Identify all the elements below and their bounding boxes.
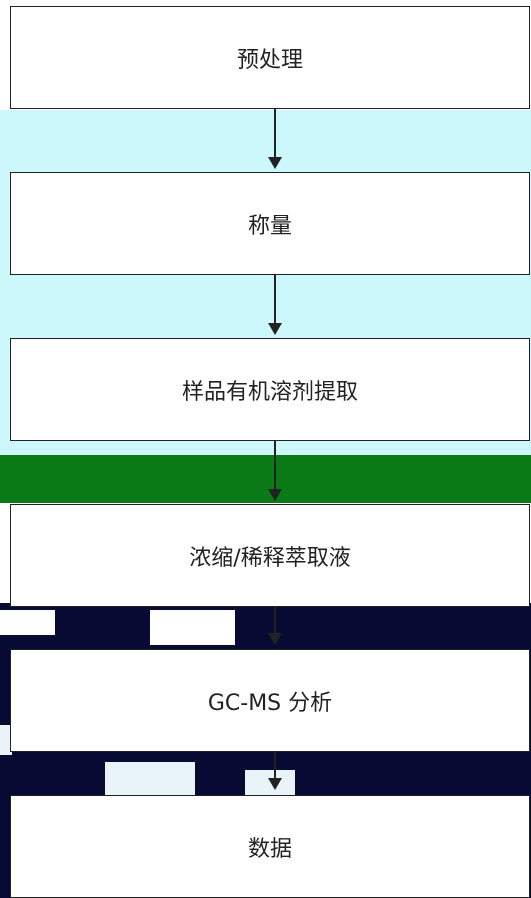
arrow-down-icon: [268, 633, 282, 645]
step-box-weighing: 称量: [10, 172, 530, 275]
step-label: GC-MS 分析: [207, 690, 333, 716]
noise-patch: [150, 610, 235, 645]
connector-line: [274, 441, 276, 489]
step-box-gcms-analysis: GC-MS 分析: [10, 649, 530, 752]
connector-line: [274, 752, 276, 778]
connector-line: [274, 607, 276, 633]
arrow-down-icon: [268, 489, 282, 501]
connector-line: [274, 109, 276, 157]
arrow-down-icon: [268, 157, 282, 169]
step-box-concentrate-dilute: 浓缩/稀释萃取液: [10, 504, 530, 607]
background-band-green: [0, 455, 531, 503]
step-box-solvent-extraction: 样品有机溶剂提取: [10, 338, 530, 441]
arrow-down-icon: [268, 323, 282, 335]
arrow-down-icon: [268, 778, 282, 790]
noise-patch: [0, 725, 12, 755]
step-label: 数据: [247, 836, 292, 862]
step-label: 样品有机溶剂提取: [181, 379, 358, 405]
connector-line: [274, 275, 276, 323]
step-label: 预处理: [236, 47, 303, 73]
step-box-data: 数据: [10, 795, 530, 898]
step-label: 浓缩/稀释萃取液: [189, 545, 351, 571]
noise-patch: [105, 762, 195, 796]
step-label: 称量: [247, 213, 292, 239]
noise-patch: [0, 610, 55, 635]
step-box-pretreatment: 预处理: [10, 6, 530, 109]
